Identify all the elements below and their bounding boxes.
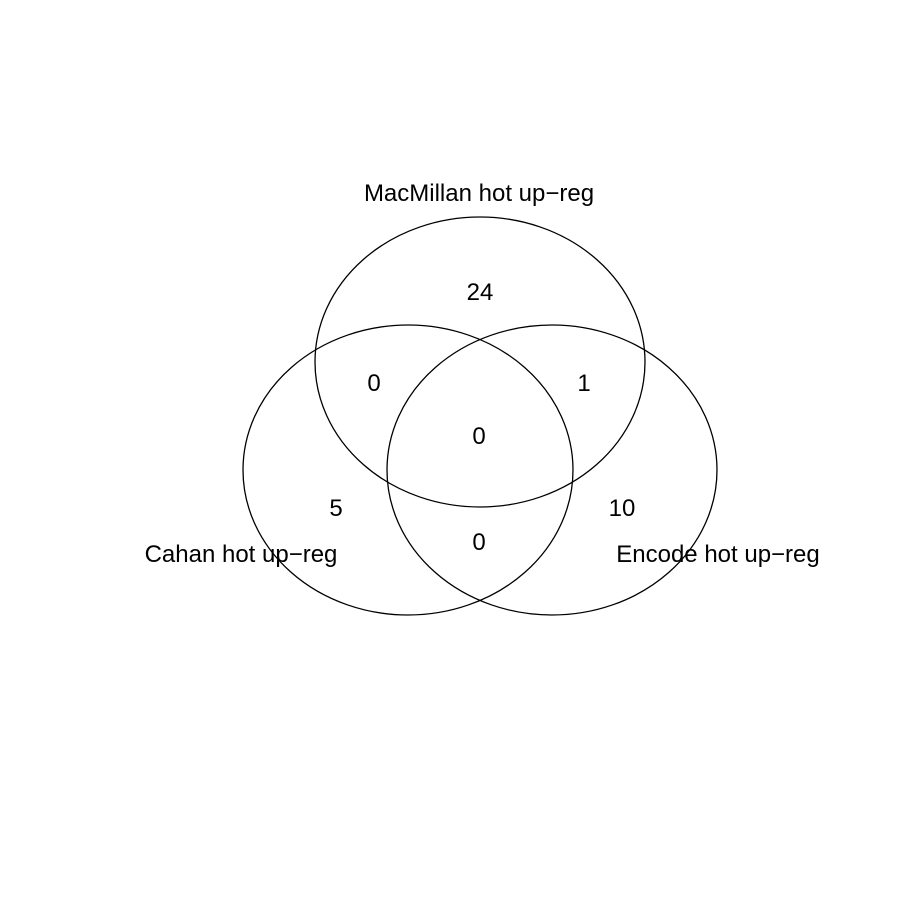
macmillan-set-ellipse <box>314 216 646 508</box>
macmillan-encode-count: 1 <box>577 370 590 397</box>
macmillan-set-label: MacMillan hot up−reg <box>364 180 594 207</box>
cahan-set-ellipse <box>242 324 574 616</box>
cahan-set-label: Cahan hot up−reg <box>145 541 338 568</box>
encode-set-ellipse <box>386 324 718 616</box>
macmillan-cahan-count: 0 <box>367 370 380 397</box>
encode-set-label: Encode hot up−reg <box>616 541 820 568</box>
cahan-only-count: 5 <box>329 495 342 522</box>
encode-only-count: 10 <box>609 495 636 522</box>
cahan-encode-count: 0 <box>472 529 485 556</box>
macmillan-only-count: 24 <box>467 279 494 306</box>
all-three-count: 0 <box>472 423 485 450</box>
